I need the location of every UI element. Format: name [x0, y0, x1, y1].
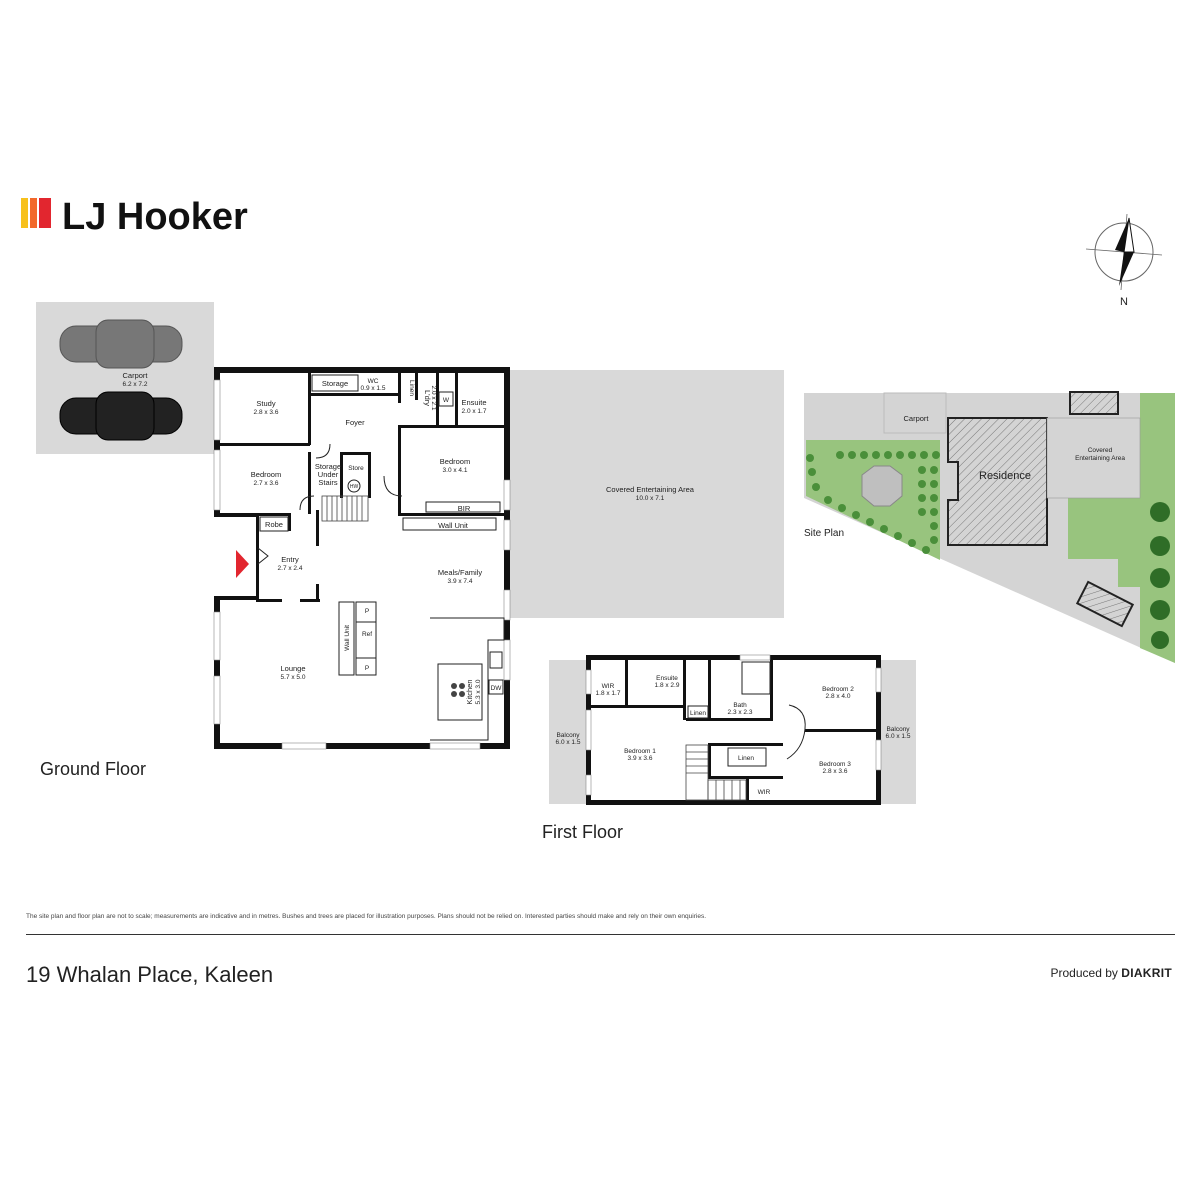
- kitchen-label: Kitchen: [465, 679, 474, 704]
- logo-stripe-red: [39, 198, 51, 228]
- compass-north-label: N: [1120, 296, 1128, 308]
- pantry-bottom-label: P: [365, 665, 369, 672]
- bedroom-small-size: 2.7 x 3.6: [254, 480, 279, 487]
- ensuite-first-size: 1.8 x 2.9: [655, 682, 680, 689]
- wir-top-size: 1.8 x 1.7: [596, 690, 621, 697]
- balcony-left-size: 6.0 x 1.5: [556, 739, 581, 746]
- balcony-right-size: 6.0 x 1.5: [886, 733, 911, 740]
- storage-under-stairs-line2: Under: [318, 470, 339, 479]
- produced-by: Produced by DIAKRIT: [1051, 966, 1173, 980]
- bedroom1-size: 3.9 x 3.6: [628, 755, 653, 762]
- produced-by-prefix: Produced by: [1050, 966, 1118, 980]
- lounge-label: Lounge: [280, 664, 305, 673]
- meals-family-label: Meals/Family: [438, 568, 482, 577]
- linen-label: Linen: [738, 755, 754, 762]
- lounge-size: 5.7 x 5.0: [281, 674, 306, 681]
- pantry-top-label: P: [365, 608, 369, 615]
- bath-size: 2.3 x 2.3: [728, 709, 753, 716]
- bedroom3-label: Bedroom 3: [819, 761, 851, 768]
- balcony-left-area: [549, 660, 587, 804]
- laundry-size: 2.0 x 2.1: [430, 386, 437, 411]
- ground-floor-plan: Carport 6.2 x 7.2: [36, 302, 784, 750]
- footer-divider: [26, 934, 1175, 935]
- first-floor-title: First Floor: [542, 822, 623, 842]
- site-covered-line2: Entertaining Area: [1075, 455, 1125, 462]
- car-grey-icon: [59, 319, 183, 369]
- lj-hooker-logo: LJ Hooker: [21, 196, 248, 238]
- wc-label: WC: [368, 378, 379, 385]
- bir-label: BIR: [458, 504, 471, 513]
- site-plan: Carport Residence Covered Entertaining A…: [804, 391, 1175, 663]
- site-carport-label: Carport: [903, 414, 929, 423]
- covered-entertaining-size: 10.0 x 7.1: [636, 495, 665, 502]
- laundry-w-label: W: [443, 397, 450, 404]
- store-label: Store: [348, 465, 364, 472]
- produced-by-brand: DIAKRIT: [1121, 966, 1172, 980]
- balcony-left-label: Balcony: [556, 732, 580, 739]
- ref-label: Ref: [362, 631, 372, 638]
- stairs-ground: [321, 495, 369, 522]
- first-floor-plan: WIR 1.8 x 1.7 Ensuite 1.8 x 2.9 Linen Ba…: [549, 654, 916, 805]
- cooktop-icon: [451, 683, 465, 697]
- logo-stripe-orange: [30, 198, 37, 228]
- bedroom-small-label: Bedroom: [251, 470, 281, 479]
- covered-entertaining-label: Covered Entertaining Area: [606, 485, 695, 494]
- north-compass-icon: [1085, 213, 1163, 291]
- storage-under-stairs-line1: Storage: [315, 462, 341, 471]
- car-black-icon: [59, 391, 183, 441]
- robe-label: Robe: [265, 520, 283, 529]
- ground-floor-title: Ground Floor: [40, 759, 146, 779]
- bedroom-main-label: Bedroom: [440, 457, 470, 466]
- property-address: 19 Whalan Place, Kaleen: [26, 962, 274, 987]
- ensuite-ground-size: 2.0 x 1.7: [462, 408, 487, 415]
- bedroom2-label: Bedroom 2: [822, 686, 854, 693]
- study-size: 2.8 x 3.6: [254, 409, 279, 416]
- linen-ground-label: Linen: [408, 380, 415, 396]
- storage-label: Storage: [322, 379, 348, 388]
- carport-label: Carport: [122, 371, 148, 380]
- linen-small-label: Linen: [690, 710, 706, 717]
- logo-text: LJ Hooker: [62, 196, 248, 238]
- entry-label: Entry: [281, 555, 299, 564]
- dw-label: DW: [491, 685, 503, 692]
- hw-label: HW: [350, 484, 359, 490]
- meals-family-size: 3.9 x 7.4: [448, 578, 473, 585]
- bedroom1-label: Bedroom 1: [624, 748, 656, 755]
- logo-stripe-yellow: [21, 198, 28, 228]
- bath-label: Bath: [733, 702, 747, 709]
- kitchen-size: 5.3 x 3.0: [475, 679, 482, 704]
- covered-entertaining-area: [510, 370, 784, 618]
- site-residence-label: Residence: [979, 470, 1031, 482]
- carport-size: 6.2 x 7.2: [123, 381, 148, 388]
- entry-arrow-icon: [236, 550, 249, 578]
- wall-unit-label: Wall Unit: [438, 521, 469, 530]
- bedroom2-size: 2.8 x 4.0: [826, 693, 851, 700]
- wir-bottom-label: WIR: [758, 789, 771, 796]
- foyer-label: Foyer: [345, 418, 365, 427]
- balcony-right-label: Balcony: [886, 726, 910, 733]
- ensuite-first-label: Ensuite: [656, 675, 678, 682]
- disclaimer-text: The site plan and floor plan are not to …: [26, 913, 706, 920]
- entry-size: 2.7 x 2.4: [278, 565, 303, 572]
- laundry-label: L'dry: [423, 390, 432, 406]
- bedroom3-size: 2.8 x 3.6: [823, 768, 848, 775]
- storage-under-stairs-line3: Stairs: [318, 478, 337, 487]
- study-label: Study: [256, 399, 275, 408]
- site-plan-title: Site Plan: [804, 528, 844, 539]
- bedroom-main-size: 3.0 x 4.1: [443, 467, 468, 474]
- balcony-right-area: [879, 660, 916, 804]
- wall-unit-vertical-label: Wall Unit: [344, 625, 351, 651]
- wir-top-label: WIR: [602, 683, 615, 690]
- ensuite-ground-label: Ensuite: [461, 398, 486, 407]
- site-covered-line1: Covered: [1088, 447, 1113, 454]
- wc-size: 0.9 x 1.5: [361, 385, 386, 392]
- stairs-first: [685, 744, 747, 801]
